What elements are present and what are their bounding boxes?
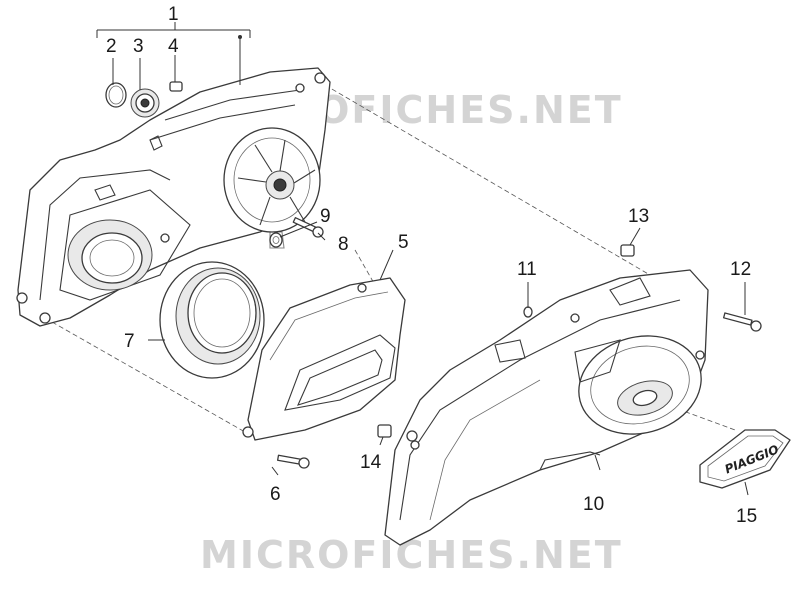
callout-15: 15 — [736, 506, 757, 527]
callout-7: 7 — [124, 331, 135, 352]
screw-part-6 — [276, 454, 310, 469]
screw-part-8 — [292, 217, 324, 238]
belt-ring-part — [159, 261, 265, 379]
callout-labels: 1 2 3 4 5 6 7 8 9 10 11 12 13 14 15 — [106, 4, 757, 527]
washer-part — [269, 231, 285, 249]
callout-14: 14 — [360, 452, 382, 473]
callout-4: 4 — [168, 36, 179, 57]
callout-6: 6 — [270, 484, 281, 505]
circlip-part — [105, 82, 127, 108]
callout-3: 3 — [133, 36, 144, 57]
bearing-part — [130, 88, 160, 118]
callout-2: 2 — [106, 36, 117, 57]
bolt-part-12 — [722, 312, 762, 332]
cover-plate-part — [242, 277, 406, 441]
piaggio-badge-part: PIAGGIO — [699, 429, 791, 489]
callout-8: 8 — [338, 234, 349, 255]
callout-10: 10 — [583, 494, 604, 515]
callout-1: 1 — [168, 4, 179, 25]
callout-5: 5 — [398, 232, 409, 253]
dowel-part-13 — [620, 244, 635, 257]
small-washer-part — [523, 306, 533, 318]
callout-9: 9 — [320, 206, 331, 227]
callout-12: 12 — [730, 259, 751, 280]
callout-13: 13 — [628, 206, 649, 227]
callout-11: 11 — [517, 259, 537, 280]
leader-lines — [96, 22, 749, 496]
pin-part-14 — [377, 424, 418, 442]
dowel-pin-part — [169, 81, 183, 92]
outer-cover-part — [384, 269, 709, 546]
inner-transmission-cover — [16, 67, 331, 327]
